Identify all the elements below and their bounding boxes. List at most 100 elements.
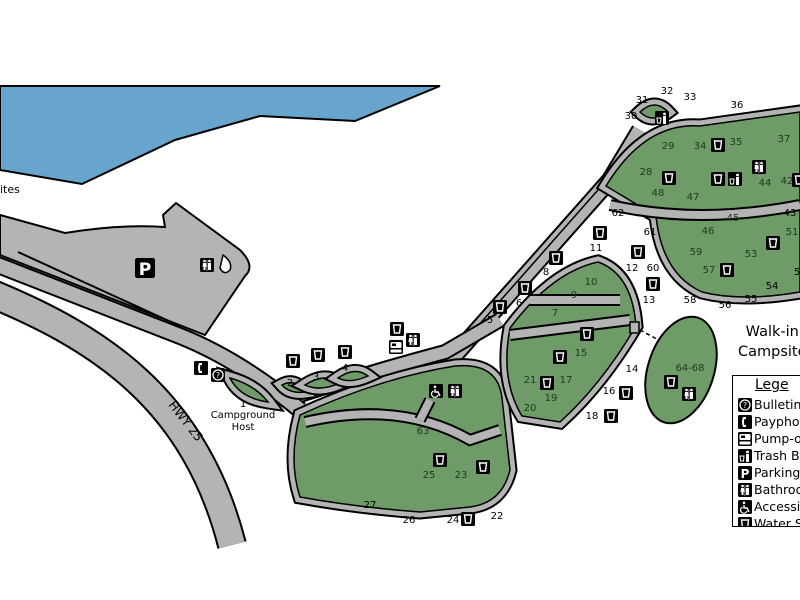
site-number-45: 45 (727, 213, 740, 224)
walk-in-trail (639, 329, 669, 346)
site-pod (323, 364, 383, 389)
site-number-33: 33 (684, 92, 697, 103)
site-number-13: 13 (643, 295, 656, 306)
water-spigot-icon (662, 171, 676, 185)
lake (0, 85, 441, 186)
site-number-29: 29 (662, 141, 675, 152)
water-spigot-icon (549, 251, 563, 265)
legend-item: ?Bulletin (733, 396, 800, 413)
site-number-11: 11 (590, 243, 603, 254)
south-inner-road (303, 408, 502, 447)
site-number-10: 10 (585, 277, 598, 288)
bulletin-board-icon: ? (738, 397, 752, 412)
water-spigot-icon (476, 460, 490, 474)
water-spigot-icon (720, 263, 734, 277)
entrance-road (0, 256, 306, 417)
water-spigot-icon (493, 300, 507, 314)
pump-out-icon (738, 431, 752, 446)
pump-out-icon (389, 340, 403, 354)
water-spigot-icon (646, 277, 660, 291)
site-number-24: 24 (447, 515, 460, 526)
site-number-8: 8 (543, 267, 549, 278)
site-number-62: 62 (612, 208, 625, 219)
site-number-7: 7 (552, 308, 558, 319)
legend-item: Pump-o (733, 430, 800, 447)
parking-icon: P (135, 258, 155, 280)
water-spigot-icon (738, 516, 752, 526)
walk-in-line-2: Campsite (738, 344, 800, 360)
site-number-51: 51 (786, 227, 799, 238)
site-number-12: 12 (626, 263, 639, 274)
legend-item: Paypho (733, 413, 800, 430)
walk-in-campsite-area (644, 315, 718, 425)
water-spigot-icon (738, 516, 752, 526)
site-number-48: 48 (652, 188, 665, 199)
site-number-58: 58 (684, 295, 697, 306)
site-number-61: 61 (644, 227, 657, 238)
bulletin-board-icon: ? (738, 397, 752, 412)
payphone-icon (738, 414, 752, 429)
legend-title: Lege (755, 377, 789, 393)
bathroom-icon (200, 258, 214, 272)
site-number-37: 37 (778, 134, 791, 145)
bathroom-icon (406, 333, 420, 347)
parking-icon: P (738, 465, 752, 480)
legend-item-label: Bathroo (754, 482, 800, 497)
water-spigot-icon (433, 453, 447, 467)
site-number-25: 25 (423, 470, 436, 481)
site-number-14: 14 (626, 364, 639, 375)
site-number-44: 44 (759, 178, 772, 189)
bathroom-icon (738, 482, 752, 497)
middle-inner-road (509, 314, 631, 341)
site-number-15: 15 (575, 348, 588, 359)
svg-text:?: ? (216, 371, 220, 380)
water-spigot-icon (311, 348, 325, 362)
site-number-55: 55 (745, 294, 758, 305)
campground-host-label-2: Host (232, 422, 255, 433)
site-number-59: 59 (690, 247, 703, 258)
site-number-20: 20 (524, 403, 537, 414)
legend-item-label: Trash B (754, 448, 800, 463)
site-number-17: 17 (560, 375, 573, 386)
site-number-21: 21 (524, 375, 537, 386)
site-number-54: 54 (766, 281, 779, 292)
accessible-icon (738, 499, 752, 514)
legend-item-label: Parking (754, 465, 800, 480)
parking-icon: P (738, 465, 752, 480)
site-number-31: 31 (636, 95, 649, 106)
site-number-56: 56 (719, 300, 732, 311)
water-spigot-icon (664, 375, 678, 389)
bathroom-icon (752, 160, 766, 174)
site-number-27: 27 (364, 500, 377, 511)
site-number-2: 2 (287, 378, 293, 389)
north-loop (595, 104, 800, 305)
site-number-36: 36 (731, 100, 744, 111)
site-number-32: 32 (661, 86, 674, 97)
site-number-4: 4 (342, 363, 348, 374)
pump-out-icon (738, 431, 752, 446)
site-number-63: 63 (417, 426, 430, 437)
site-number-53: 53 (745, 249, 758, 260)
site-number-23: 23 (455, 470, 468, 481)
site-number-42: 42 (781, 176, 794, 187)
legend-item: Bathroo (733, 481, 800, 498)
legend-item-label: Paypho (754, 414, 800, 429)
trash-bin-icon (738, 448, 752, 463)
water-spigot-icon (604, 409, 618, 423)
trailhead (629, 321, 640, 334)
legend-item-label: Accessil (754, 499, 800, 514)
site-number-5: 5 (487, 315, 493, 326)
water-spigot-icon (540, 376, 554, 390)
water-spigot-icon (390, 322, 404, 336)
campground-host-label: Campground (211, 410, 276, 421)
accessible-icon (429, 384, 443, 398)
water-spigot-icon (593, 226, 607, 240)
legend-item: Water S (733, 515, 800, 526)
water-spigot-icon (553, 350, 567, 364)
bathroom-icon (738, 482, 752, 497)
north-split-road (608, 199, 800, 221)
